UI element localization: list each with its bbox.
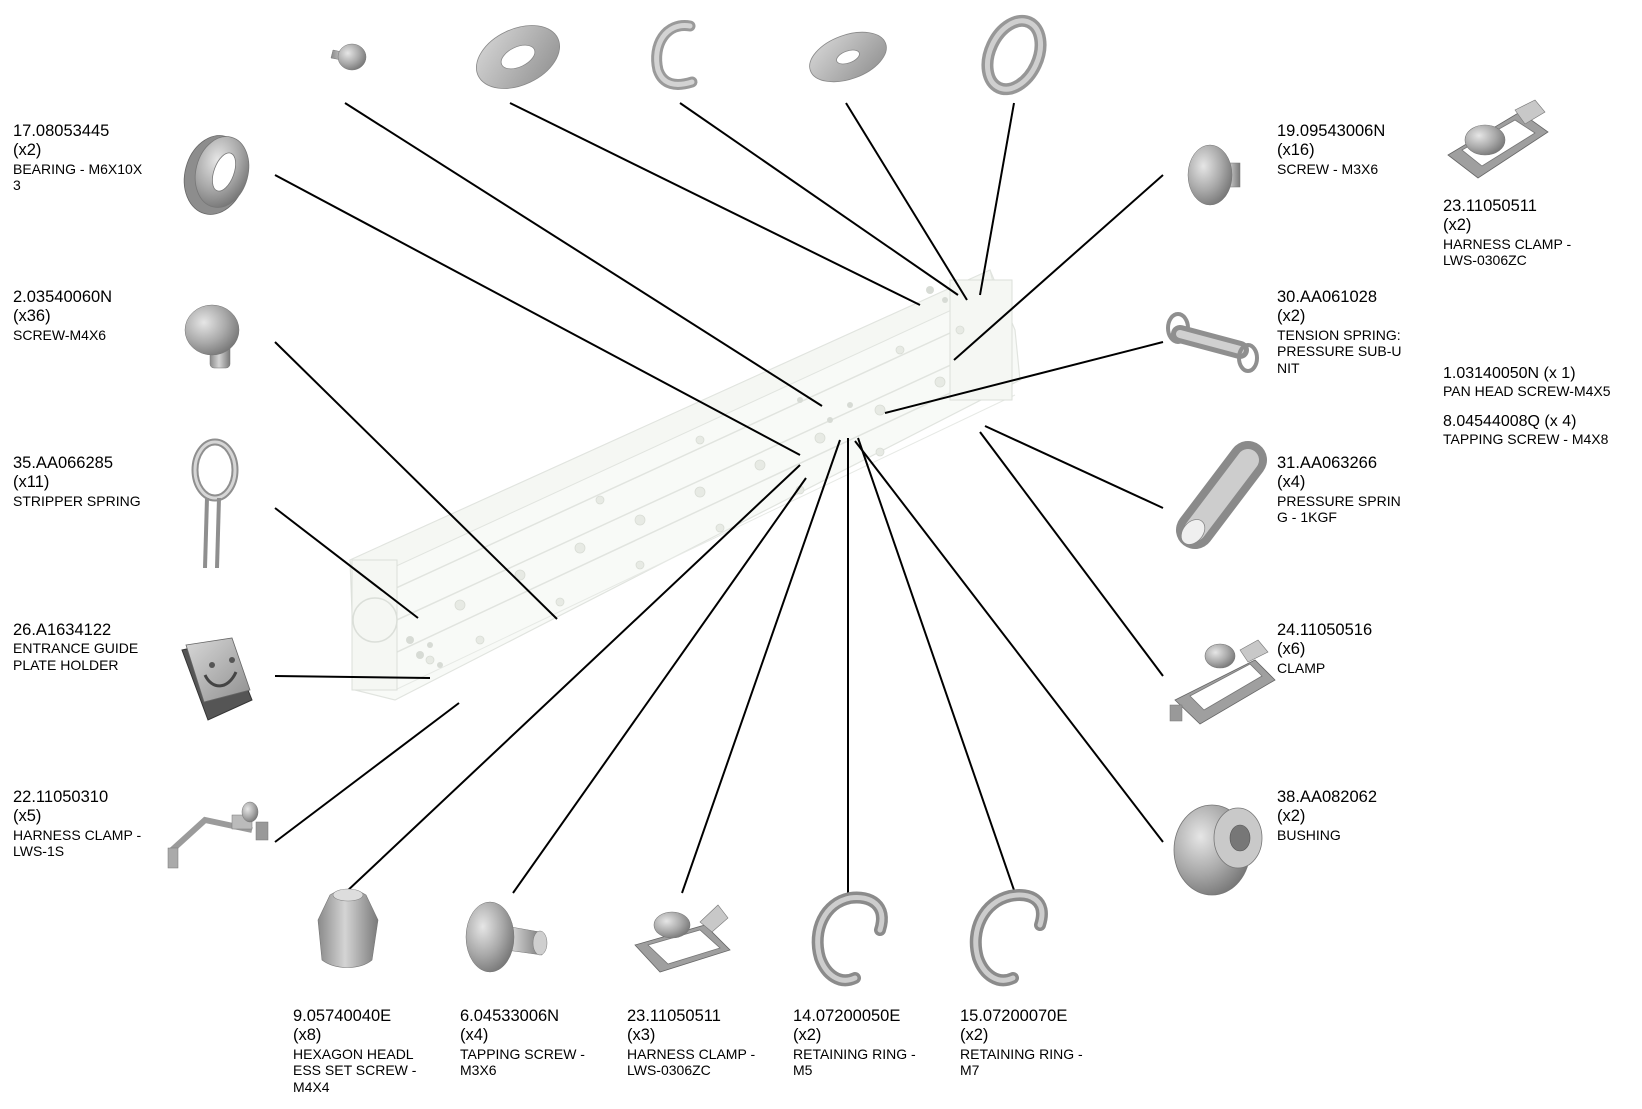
part-quantity: (x6): [1277, 640, 1306, 659]
part-description: BUSHING: [1277, 826, 1341, 843]
part-label: 23.11050511 (x2) HARNESS CLAMP - LWS-030…: [1443, 197, 1593, 269]
part-number: 14.07200050E: [793, 1007, 901, 1025]
part-quantity: (x3): [627, 1026, 656, 1045]
part-quantity: (x2): [1443, 216, 1472, 235]
part-number: 1.03140050N (x 1): [1443, 365, 1576, 382]
part-description: PAN HEAD SCREW-M4X5: [1443, 383, 1611, 400]
part-quantity: (x16): [1277, 141, 1315, 160]
part-label: 26.A1634122 ENTRANCE GUIDE PLATE HOLDER: [13, 621, 163, 674]
part-description: CLAMP: [1277, 659, 1326, 676]
part-label: 17.08053445 (x2) BEARING - M6X10X 3: [13, 122, 163, 194]
part-number: 19.09543006N: [1277, 122, 1386, 140]
part-number: 38.AA082062: [1277, 788, 1378, 806]
part-number: 9.05740040E: [293, 1007, 392, 1025]
pressure-spring-icon: [1176, 441, 1267, 549]
part-number: 30.AA061028: [1277, 288, 1378, 306]
spring-icon: [191, 438, 239, 569]
part-quantity: (x5): [13, 807, 42, 826]
bearing-icon: [183, 135, 250, 215]
part-number: 35.AA066285: [13, 454, 114, 472]
part-label: 23.11050511 (x3) HARNESS CLAMP - LWS-030…: [627, 1007, 777, 1079]
part-number: 22.11050310: [13, 788, 109, 806]
part-label: 9.05740040E (x8) HEXAGON HEADL ESS SET S…: [293, 1007, 443, 1095]
screw-icon: [184, 304, 240, 369]
spring-washer-icon: [981, 14, 1047, 96]
part-label: 30.AA061028 (x2) TENSION SPRING: PRESSUR…: [1277, 288, 1427, 376]
extra-part-label: 8.04544008Q (x 4) TAPPING SCREW - M4X8: [1443, 412, 1608, 448]
part-quantity: (x2): [793, 1026, 822, 1045]
bushing-icon: [1173, 804, 1263, 896]
part-label: 14.07200050E (x2) RETAINING RING - M5: [793, 1007, 943, 1079]
part-label: 38.AA082062 (x2) BUSHING: [1277, 788, 1427, 843]
part-label: 35.AA066285 (x11) STRIPPER SPRING: [13, 454, 163, 509]
part-description: TAPPING SCREW - M4X8: [1443, 431, 1609, 448]
harness-clamp-icon: [634, 904, 731, 973]
part-description: TAPPING SCREW - M3X6: [460, 1045, 585, 1079]
part-description: HEXAGON HEADL ESS SET SCREW - M4X4: [293, 1045, 417, 1095]
clamp-icon: [1169, 639, 1276, 725]
part-quantity: (x4): [460, 1026, 489, 1045]
part-description: SCREW - M3X6: [1277, 160, 1379, 177]
part-description: PRESSURE SPRIN G - 1KGF: [1277, 492, 1401, 526]
part-description: HARNESS CLAMP - LWS-0306ZC: [1443, 235, 1572, 269]
tension-spring-icon: [1166, 312, 1259, 373]
part-description: HARNESS CLAMP - LWS-0306ZC: [627, 1045, 756, 1079]
screw-icon: [1187, 144, 1241, 206]
part-label: 22.11050310 (x5) HARNESS CLAMP - LWS-1S: [13, 788, 163, 860]
screw-icon: [330, 43, 367, 71]
retaining-ring-icon: [651, 20, 698, 90]
tapping-screw-icon: [465, 901, 548, 973]
part-quantity: (x11): [13, 473, 50, 492]
part-quantity: (x2): [1277, 807, 1306, 826]
part-label: 6.04533006N (x4) TAPPING SCREW - M3X6: [460, 1007, 610, 1079]
part-number: 8.04544008Q (x 4): [1443, 413, 1577, 430]
part-quantity: (x36): [13, 307, 51, 326]
part-number: 15.07200070E: [960, 1007, 1068, 1025]
part-number: 23.11050511: [627, 1007, 721, 1025]
set-screw-icon: [317, 888, 379, 968]
part-label: 24.11050516 (x6) CLAMP: [1277, 621, 1427, 676]
part-quantity: (x4): [1277, 473, 1306, 492]
part-label: 2.03540060N (x36) SCREW-M4X6: [13, 288, 163, 343]
part-number: 6.04533006N: [460, 1007, 560, 1025]
part-description: ENTRANCE GUIDE PLATE HOLDER: [13, 640, 139, 673]
part-quantity: (x8): [293, 1026, 322, 1045]
extra-part-label: 1.03140050N (x 1) PAN HEAD SCREW-M4X5: [1443, 364, 1611, 400]
washer-icon: [476, 25, 560, 89]
washer-icon: [809, 31, 887, 83]
part-number: 26.A1634122: [13, 621, 112, 639]
part-description: RETAINING RING - M5: [793, 1045, 916, 1079]
part-number: 24.11050516: [1277, 621, 1373, 639]
part-number: 2.03540060N: [13, 288, 113, 306]
part-label: 19.09543006N (x16) SCREW - M3X6: [1277, 122, 1427, 177]
main-assembly: [349, 269, 1021, 701]
part-description: STRIPPER SPRING: [13, 492, 141, 509]
part-number: 31.AA063266: [1277, 454, 1378, 472]
part-number: 17.08053445: [13, 122, 110, 140]
leader-lines: [274, 102, 1164, 894]
harness-clamp-icon: [167, 801, 269, 869]
part-description: BEARING - M6X10X 3: [13, 160, 143, 194]
part-description: TENSION SPRING: PRESSURE SUB-U NIT: [1277, 326, 1402, 376]
part-quantity: (x2): [1277, 307, 1306, 326]
part-quantity: (x2): [960, 1026, 989, 1045]
harness-clamp-icon: [1447, 99, 1549, 179]
retaining-ring-icon: [811, 891, 888, 987]
retaining-ring-icon: [969, 889, 1048, 987]
part-label: 15.07200070E (x2) RETAINING RING - M7: [960, 1007, 1110, 1079]
part-description: SCREW-M4X6: [13, 326, 107, 343]
part-quantity: (x2): [13, 141, 42, 160]
part-description: HARNESS CLAMP - LWS-1S: [13, 826, 142, 860]
guide-plate-holder-icon: [181, 637, 253, 721]
part-description: RETAINING RING - M7: [960, 1045, 1083, 1079]
part-number: 23.11050511: [1443, 197, 1537, 215]
part-label: 31.AA063266 (x4) PRESSURE SPRIN G - 1KGF: [1277, 454, 1427, 526]
